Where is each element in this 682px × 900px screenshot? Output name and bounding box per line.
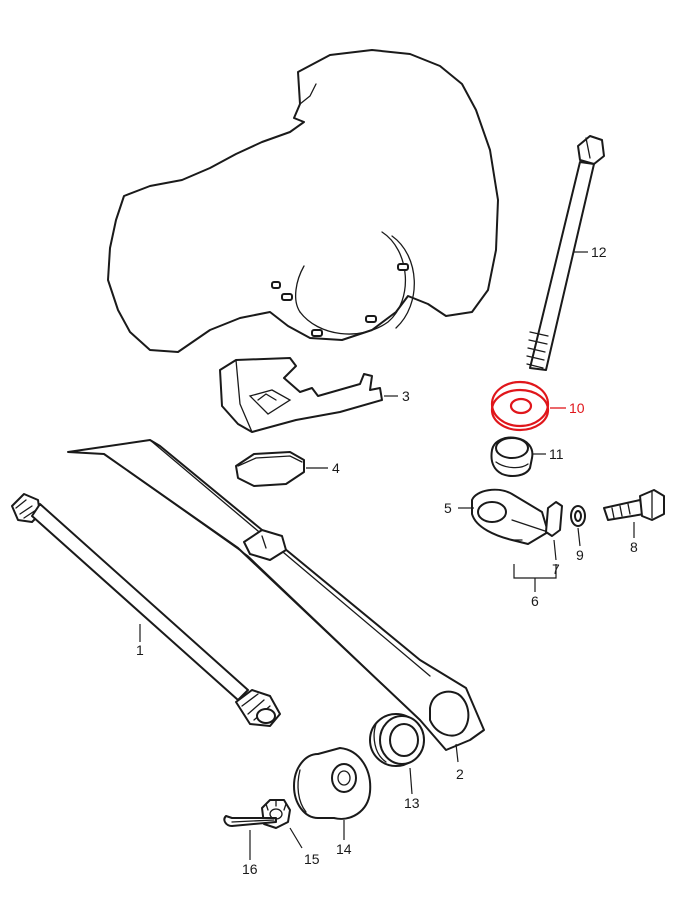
rubber-pad	[235, 451, 305, 487]
transmission-housing	[107, 49, 499, 353]
bearing-hub	[293, 747, 372, 820]
torsion-bar	[11, 493, 281, 727]
label-part-4: 4	[332, 460, 340, 476]
trailing-arm	[67, 439, 485, 751]
label-part-13: 13	[404, 795, 420, 811]
label-part-7: 7	[552, 561, 560, 577]
clamp-assembly	[471, 488, 563, 545]
cotter-pin	[223, 815, 277, 827]
small-washer	[570, 505, 586, 527]
label-part-12: 12	[591, 244, 607, 260]
label-part-11: 11	[549, 446, 564, 462]
rubber-bushing	[490, 436, 534, 477]
hex-bolt	[603, 489, 665, 521]
seal-ring	[369, 713, 425, 767]
label-part-16: 16	[242, 861, 258, 877]
label-part-8: 8	[630, 539, 638, 555]
label-part-6: 6	[531, 593, 539, 609]
label-part-2: 2	[456, 766, 464, 782]
label-part-14: 14	[336, 841, 352, 857]
washer-highlighted	[490, 380, 550, 432]
label-part-9: 9	[576, 547, 584, 563]
label-part-5: 5	[444, 500, 452, 516]
label-part-10-highlighted: 10	[569, 400, 585, 416]
label-part-15: 15	[304, 851, 320, 867]
label-part-1: 1	[136, 642, 144, 658]
long-bolt	[526, 135, 605, 371]
label-part-3: 3	[402, 388, 410, 404]
mounting-bracket	[219, 357, 383, 433]
